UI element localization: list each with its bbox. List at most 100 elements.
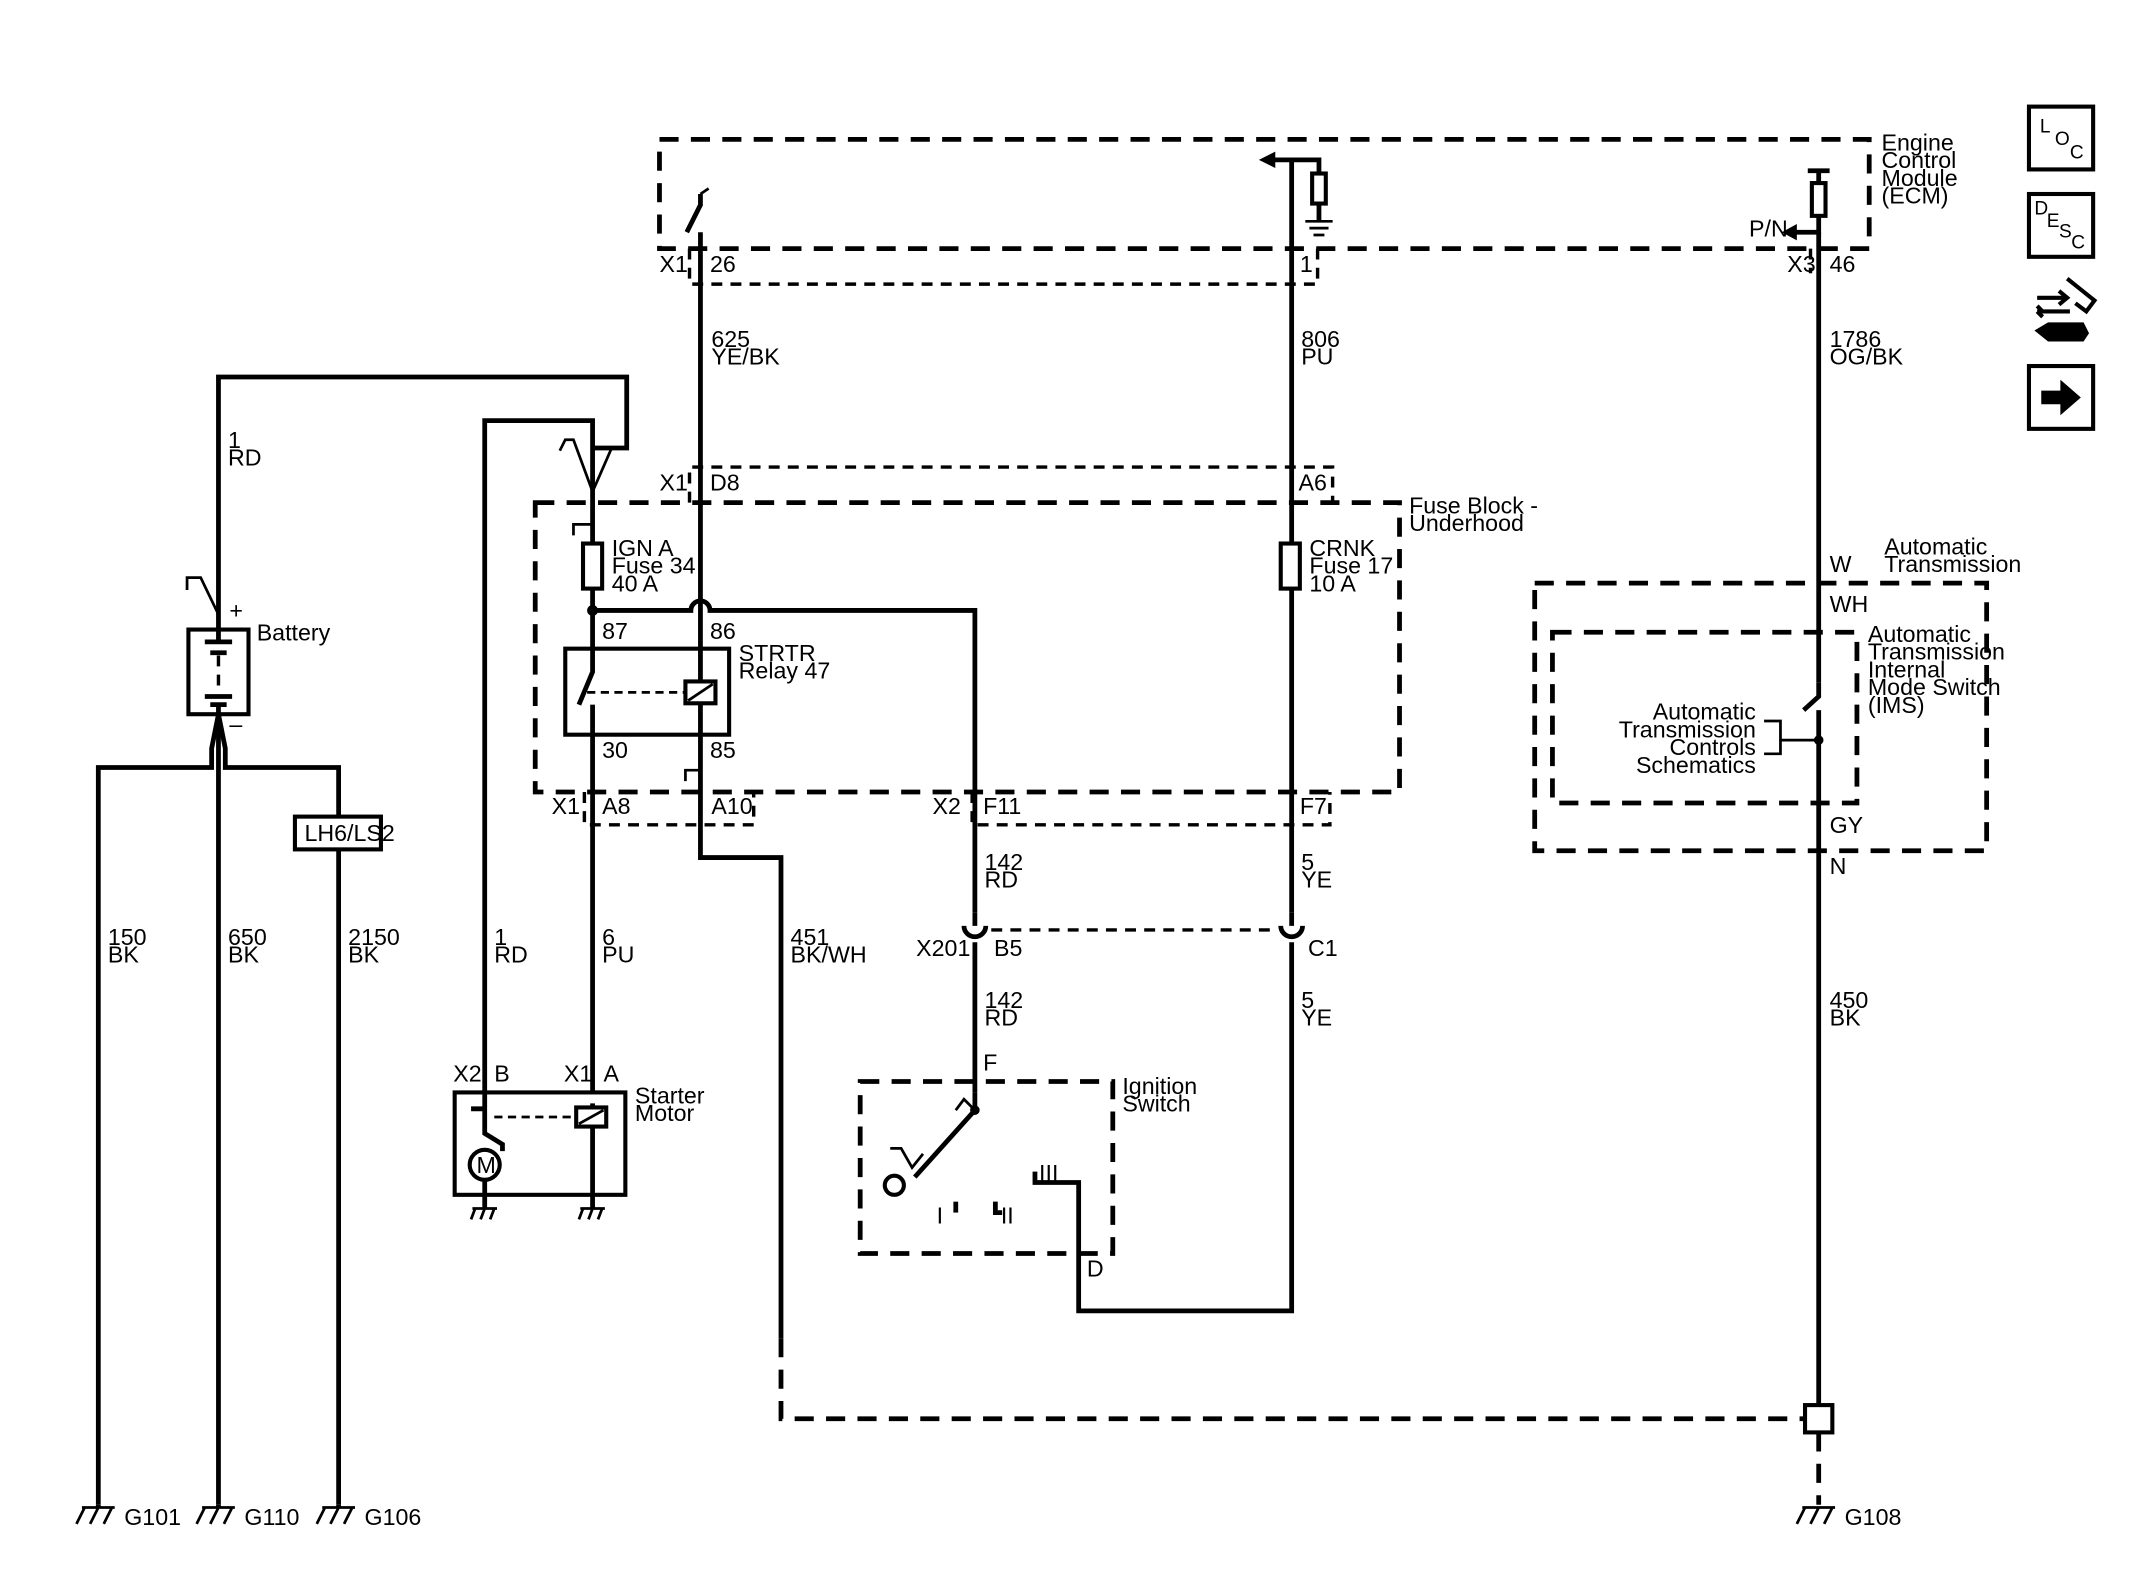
pin-a: A [604,1061,620,1087]
battery-plus: + [229,598,243,624]
svg-text:(ECM): (ECM) [1882,183,1949,209]
pin-f7: F7 [1300,793,1327,819]
battery-minus: – [229,711,242,737]
svg-text:Relay 47: Relay 47 [739,658,831,684]
svg-text:6: 6 [602,924,615,950]
automatic-transmission [1532,580,1990,1404]
pin-a6: A6 [1298,469,1326,495]
svg-text:C: C [2071,233,2085,254]
svg-text:Automatic: Automatic [1868,621,1971,647]
ground-g110 [195,1506,235,1525]
wire-1-rd-battery [216,374,630,629]
svg-text:STRTR: STRTR [739,640,816,666]
starter-motor [452,1076,628,1220]
ground-label-g110: G110 [244,1504,299,1530]
svg-text:YE: YE [1301,867,1332,893]
next-arrow-button[interactable] [2026,363,2096,431]
connector-tool-icon[interactable] [2034,277,2098,342]
pin-c1: C1 [1308,935,1338,961]
svg-text:D: D [2034,198,2048,219]
splice-g108 [1802,1403,1835,1505]
svg-text:RD: RD [494,942,528,968]
svg-text:Automatic: Automatic [1884,533,1987,559]
fuse-crnk [1278,541,1302,591]
pin-wh: WH [1830,591,1869,617]
connector-x201 [961,912,1305,1314]
wire-label-1-rd: 1RD [494,924,528,968]
fuse-block [532,465,1402,827]
svg-text:Mode Switch: Mode Switch [1868,674,2001,700]
conn-x2-b: X2 [453,1061,481,1087]
conn-x2-f11: X2 [933,793,961,819]
svg-text:451: 451 [791,924,830,950]
ignition-switch [857,1079,1116,1256]
trans-controls-label: Automatic Transmission Controls Schemati… [1619,699,1756,778]
pin-1: 1 [1300,251,1313,277]
svg-text:Fuse Block -: Fuse Block - [1409,493,1538,519]
battery-label: Battery [257,619,331,645]
ground-label-g108: G108 [1845,1504,1902,1530]
ground-label-g106: G106 [365,1504,422,1530]
pin-b: B [494,1061,509,1087]
ignition-label: Ignition Switch [1122,1073,1197,1117]
svg-text:1786: 1786 [1830,326,1882,352]
svg-text:PU: PU [602,942,634,968]
svg-text:RD: RD [984,1005,1018,1031]
pin-f11: F11 [983,793,1021,819]
desc-button[interactable]: D E S C [2026,191,2096,259]
svg-text:1: 1 [494,924,507,950]
svg-text:5: 5 [1301,849,1314,875]
fuse-ign-a [580,541,605,591]
pin-46: 46 [1830,251,1856,277]
svg-text:Control: Control [1882,147,1957,173]
ground-g108 [1795,1506,1836,1525]
conn-x1-d8: X1 [659,469,687,495]
svg-text:Controls: Controls [1669,734,1755,760]
starter-label: Starter Motor [635,1082,705,1126]
conn-x201: X201 [916,935,970,961]
pin-f: F [983,1050,997,1076]
battery [95,627,342,1505]
relay-pin-30: 30 [602,737,628,763]
fuse-block-label: Fuse Block - Underhood [1409,493,1538,537]
svg-text:Schematics: Schematics [1636,752,1756,778]
ims-label: Automatic Transmission Internal Mode Swi… [1868,621,2005,718]
relay-pin-87: 87 [602,618,628,644]
svg-text:150: 150 [108,924,147,950]
relay-pin-85: 85 [710,737,736,763]
relay-pin-86: 86 [710,618,736,644]
ground-label-g101: G101 [124,1504,181,1530]
conn-x1-a: X1 [564,1061,592,1087]
svg-text:O: O [2055,129,2070,150]
svg-text:40 A: 40 A [612,570,659,596]
wire-451 [698,734,784,1339]
pin-26: 26 [710,251,736,277]
svg-text:Starter: Starter [635,1082,705,1108]
ign-pos-3: III [1039,1160,1058,1186]
pin-gy: GY [1830,812,1864,838]
conn-x1-ecm: X1 [659,251,687,277]
loc-button[interactable]: L O C [2026,104,2096,172]
pin-a8: A8 [602,793,630,819]
svg-text:OG/BK: OG/BK [1830,344,1904,370]
pin-a10: A10 [711,793,752,819]
wire-label-5-a: 5YE [1301,849,1332,893]
svg-text:Automatic: Automatic [1653,699,1756,725]
arrow-right-icon [2041,379,2081,416]
pin-n: N [1830,853,1847,879]
starter-relay [563,646,732,737]
svg-text:Transmission: Transmission [1619,716,1756,742]
svg-text:BK: BK [348,942,379,968]
option-box: LH6/LS2 [292,814,395,852]
ground-g106 [315,1506,355,1525]
